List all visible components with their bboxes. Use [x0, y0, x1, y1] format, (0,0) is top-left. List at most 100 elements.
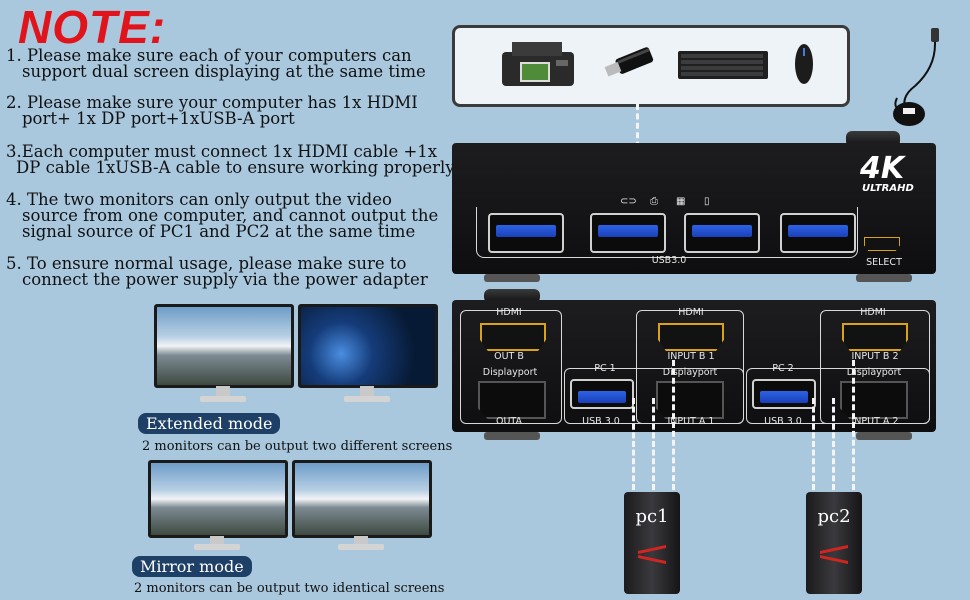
pc2-usb-label: USB 3.0 [764, 416, 802, 427]
pc2-usb-cable [812, 398, 815, 490]
usb-dongle-icon [604, 47, 654, 77]
back-foot-left [484, 432, 540, 440]
note-3-line2: DP cable 1xUSB-A cable to ensure working… [16, 158, 455, 177]
extended-monitor-1 [154, 304, 294, 408]
night-forest-screen [298, 304, 438, 388]
pc1-usb-cable [632, 398, 635, 490]
printer-small-icon: ⎙ [650, 196, 658, 207]
4k-badge: 4K [860, 151, 905, 186]
mirror-monitor-2 [292, 460, 432, 556]
input-b1-hdmi-port[interactable] [658, 323, 724, 351]
pc1-accent-2 [638, 555, 666, 564]
back-unit-top-knob [484, 289, 540, 303]
input-b1-label: INPUT B 1 [667, 351, 715, 362]
mouse-small-icon: ▯ [704, 196, 710, 207]
usb-cable-icon: ⊂⊃ [620, 196, 637, 207]
note-1-line1: 1. Please make sure each of your compute… [6, 46, 412, 65]
mirror-screen-2 [292, 460, 432, 538]
mirror-mode-desc: 2 monitors can be output two identical s… [134, 581, 445, 596]
front-usb-port-1[interactable] [488, 213, 564, 253]
note-3-line1: 3.Each computer must connect 1x HDMI cab… [6, 142, 438, 161]
note-1: 1. Please make sure each of your compute… [6, 46, 426, 81]
pc2-displayport-label: Displayport [846, 367, 902, 378]
input2-bracket [820, 310, 930, 424]
pc2-hdmi-cable [852, 360, 855, 490]
input-b2-hdmi-port[interactable] [842, 323, 908, 351]
printer-icon [502, 42, 574, 86]
select-port[interactable] [864, 237, 900, 251]
select-label: SELECT [866, 257, 902, 268]
keyboard-icon [678, 51, 768, 79]
pc1-displayport-label: Displayport [662, 367, 718, 378]
mirror-mode-badge: Mirror mode [132, 556, 252, 577]
ultrahd-badge: ULTRAHD [862, 183, 914, 194]
usb30-label: USB3.0 [651, 255, 687, 266]
note-3: 3.Each computer must connect 1x HDMI cab… [6, 142, 455, 177]
pc2-dp-cable [832, 398, 835, 490]
input-a1-dp-port[interactable] [656, 381, 724, 419]
input-a2-label: INPUT A 2 [851, 416, 899, 427]
extended-monitor-2 [298, 304, 438, 408]
pc1-hdmi-cable [672, 360, 675, 490]
monitor-stand-4 [354, 536, 368, 544]
out-a-label: OUTA [496, 416, 522, 427]
note-4-line2: source from one computer, and cannot out… [22, 206, 439, 225]
monitor-stand-3 [210, 536, 224, 544]
front-usb-port-2[interactable] [590, 213, 666, 253]
pc1-dp-cable [652, 398, 655, 490]
pc1-label: PC 1 [594, 363, 616, 374]
note-title: NOTE: [18, 1, 167, 53]
monitor-base [200, 396, 246, 402]
pc1-tower-label: pc1 [635, 506, 669, 527]
pc1-tower: pc1 [624, 492, 680, 594]
out-a-dp-port[interactable] [478, 381, 546, 419]
pc2-usb-port[interactable] [752, 379, 816, 409]
front-foot-left [484, 274, 540, 282]
note-4-line3: signal source of PC1 and PC2 at the same… [22, 222, 416, 241]
input-a1-label: INPUT A 1 [667, 416, 715, 427]
usb-bracket [476, 207, 858, 258]
pc2-hdmi-label: HDMI [860, 307, 886, 318]
note-2: 2. Please make sure your computer has 1x… [6, 94, 418, 128]
input1-bracket [636, 310, 744, 424]
input-b2-label: INPUT B 2 [851, 351, 899, 362]
note-4-line1: 4. The two monitors can only output the … [6, 190, 392, 209]
out-b-hdmi-port[interactable] [480, 323, 546, 351]
pc2-tower: pc2 [806, 492, 862, 594]
extended-mode-badge: Extended mode [138, 413, 281, 434]
note-5: 5. To ensure normal usage, please make s… [6, 254, 428, 289]
pc1-usb-port[interactable] [570, 379, 634, 409]
front-usb-port-3[interactable] [684, 213, 760, 253]
input-a2-dp-port[interactable] [840, 381, 908, 419]
kvm-front-panel: 4K ULTRAHD ⊂⊃ ⎙ ▦ ▯ USB3.0 SELECT [452, 143, 936, 274]
monitor-base-2 [344, 396, 390, 402]
monitor-base-3 [194, 544, 240, 550]
mouse-icon [795, 44, 813, 84]
out-displayport-label: Displayport [482, 367, 538, 378]
remote-switch-icon [893, 28, 939, 126]
out-b-label: OUT B [494, 351, 524, 362]
front-usb-port-4[interactable] [780, 213, 856, 253]
out-hdmi-label: HDMI [496, 307, 522, 318]
note-1-line2: support dual screen displaying at the sa… [22, 62, 426, 81]
pc1-hdmi-label: HDMI [678, 307, 704, 318]
pc2-accent [820, 545, 848, 554]
peripherals-box [452, 25, 850, 107]
pc1-usb-label: USB 3.0 [582, 416, 620, 427]
mirror-monitor-1 [148, 460, 288, 556]
note-5-line2: connect the power supply via the power a… [22, 270, 428, 289]
pc2-tower-label: pc2 [817, 506, 851, 527]
front-foot-right [856, 274, 912, 282]
monitor-stand-2 [360, 386, 374, 396]
note-4: 4. The two monitors can only output the … [6, 190, 439, 241]
note-5-line1: 5. To ensure normal usage, please make s… [6, 254, 407, 273]
monitor-stand [216, 386, 230, 396]
pc2-label: PC 2 [772, 363, 794, 374]
back-foot-right [856, 432, 912, 440]
pc1-accent [638, 545, 666, 554]
mirror-screen-1 [148, 460, 288, 538]
monitor-base-4 [338, 544, 384, 550]
keyboard-small-icon: ▦ [676, 196, 686, 207]
mountain-screen [154, 304, 294, 388]
note-2-line2: port+ 1x DP port+1xUSB-A port [22, 109, 295, 128]
